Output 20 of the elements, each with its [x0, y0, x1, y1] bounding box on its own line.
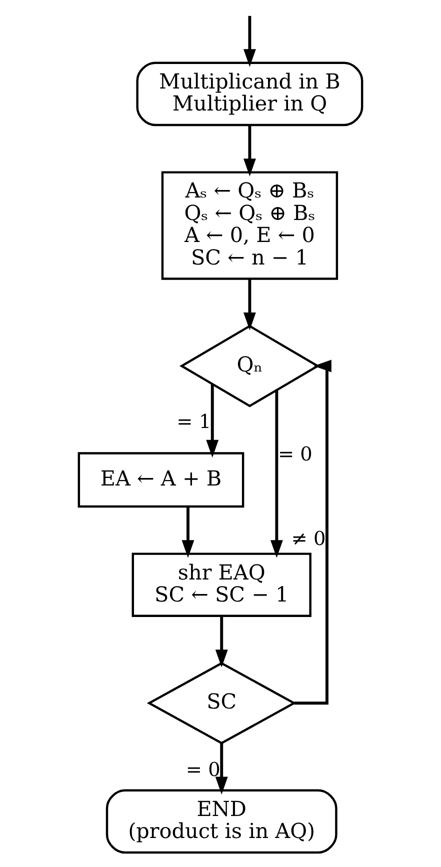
edge-label: = 0 [278, 442, 312, 466]
arrow [206, 384, 219, 458]
node-diamond: Qₙ [180, 324, 320, 408]
node-diamond: SC [146, 662, 296, 744]
edge-label: ≠ 0 [291, 527, 326, 550]
arrow [243, 16, 256, 67]
node-box: shr EAQ SC ← SC − 1 [132, 552, 312, 618]
edge-label: = 1 [176, 410, 212, 434]
arrow [243, 125, 256, 176]
node-box: Aₛ ← Qₛ ⊕ Bₛ Qₛ ← Qₛ ⊕ Bₛ A ← 0, E ← 0 SC ← n − 1 [161, 171, 338, 280]
node-box: END (product is in AQ) [106, 789, 338, 854]
edge-label: = 0 [186, 758, 220, 782]
arrow [294, 360, 332, 705]
arrow [243, 279, 256, 330]
node-box: Multiplicand in B Multiplier in Q [136, 62, 364, 126]
node-box: EA ← A + B [78, 452, 244, 508]
arrow [215, 743, 228, 795]
arrow [215, 616, 228, 668]
arrow [182, 506, 194, 558]
arrow [270, 390, 283, 558]
